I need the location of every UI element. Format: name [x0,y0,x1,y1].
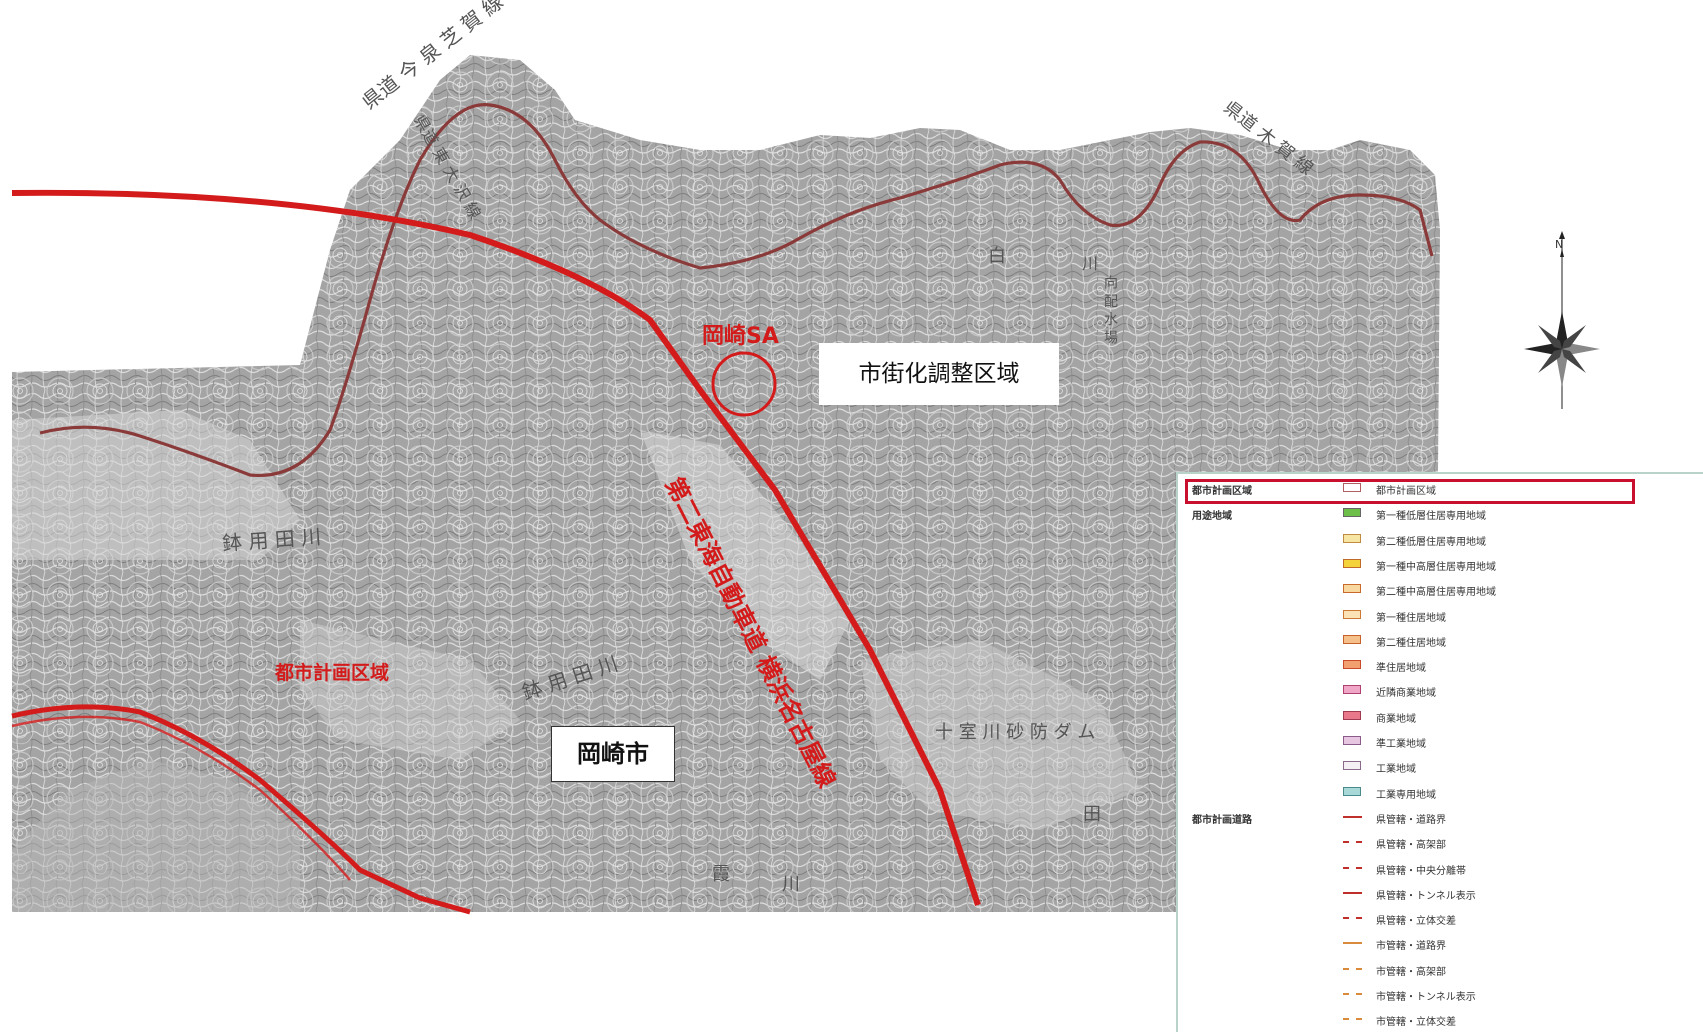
label-urbanization-control-area: 市街化調整区域 [819,343,1059,405]
legend-row: 用途地域 第一種低層住居専用地域 [1178,501,1703,526]
legend-swatch [1343,609,1361,619]
legend-swatch [1343,584,1361,594]
label-planning-area: 都市計画区域 [275,662,390,684]
legend-item-label: 商業地域 [1376,713,1416,725]
legend-item-label: 第二種住居地域 [1376,637,1446,649]
legend-category: 都市計画区域 [1192,486,1252,497]
legend-row: 都市計画道路 県管轄・道路界 [1178,805,1703,830]
legend-row: 都市計画区域 都市計画区域 [1178,476,1703,504]
legend-item-label: 県管轄・中央分離帯 [1376,865,1466,877]
legend-swatch [1343,558,1361,568]
legend-row: 準住居地域 [1178,653,1703,678]
legend-swatch [1343,710,1361,720]
legend-item-label: 第一種住居地域 [1376,612,1446,624]
legend-item-label: 第一種中高層住居専用地域 [1376,561,1496,573]
legend-swatch [1343,761,1361,771]
legend-row: 市管轄・高架部 [1178,957,1703,982]
legend-row: 第二種低層住居専用地域 [1178,527,1703,552]
label-small-2: 白 [988,246,1006,267]
legend-item-label: 県管轄・トンネル表示 [1376,890,1476,902]
legend-row: 市管轄・立体交差 [1178,1007,1703,1032]
legend-row: 第二種中高層住居専用地域 [1178,577,1703,602]
legend-item-label: 第一種低層住居専用地域 [1376,511,1486,523]
legend-row: 県管轄・立体交差 [1178,906,1703,931]
legend-line-symbol [1343,815,1362,818]
planning-boundary-north [11,189,981,906]
legend-row: 近隣商業地域 [1178,678,1703,703]
north-mark: N [1555,238,1563,251]
legend-item-label: 工業専用地域 [1376,789,1436,801]
legend-item-label: 準工業地域 [1376,739,1426,750]
legend-line-symbol [1343,891,1362,894]
legend-item-label: 工業地域 [1376,764,1416,776]
legend-highlight-box [1185,479,1635,504]
legend-line-symbol [1343,967,1362,970]
legend-line-symbol [1343,1018,1362,1021]
legend-line-symbol [1343,917,1362,920]
legend-item-label: 市管轄・立体交差 [1376,1017,1456,1029]
legend-item-label: 第二種低層住居専用地域 [1376,536,1486,548]
legend-line-symbol [1343,993,1362,995]
okazaki-sa-circle [711,351,777,417]
planning-boundary-south [11,704,471,915]
label-small-6: 川 [782,874,800,895]
legend-item-label: 市管轄・道路界 [1376,941,1446,953]
legend-panel: 都市計画区域都市計画区域用途地域第一種低層住居専用地域第二種低層住居専用地域第一… [1176,472,1703,1032]
legend-row: 県管轄・トンネル表示 [1178,881,1703,906]
legend-row: 県管轄・高架部 [1178,830,1703,855]
legend-row: 市管轄・トンネル表示 [1178,982,1703,1007]
legend-swatch [1343,533,1361,543]
legend-item-label: 準住居地域 [1376,663,1426,675]
legend-item-label: 県管轄・立体交差 [1376,916,1456,928]
label-small-5: 霞 [712,864,730,885]
prefectural-road-line [39,103,1434,478]
legend-row: 県管轄・中央分離帯 [1178,856,1703,881]
legend-row: 準工業地域 [1178,729,1703,754]
legend-item-label: 第二種中高層住居専用地域 [1376,587,1496,599]
legend-item-label: 県管轄・高架部 [1376,840,1446,852]
label-small-1: 川 [1082,254,1099,273]
legend-row: 商業地域 [1178,704,1703,729]
legend-category: 都市計画道路 [1192,814,1252,826]
legend-item-label: 都市計画区域 [1376,486,1436,497]
legend-row: 第二種住居地域 [1178,628,1703,653]
label-dam: 十 室 川 砂 防 ダ ム [935,722,1096,743]
legend-item-label: 近隣商業地域 [1376,688,1436,700]
label-okazaki-sa: 岡崎SA [702,324,779,349]
legend-item-label: 市管轄・トンネル表示 [1376,992,1476,1003]
legend-line-symbol [1343,866,1362,869]
north-arrow-compass-rose [1524,231,1600,409]
label-small-3: 向 配 水 場 [1102,275,1118,345]
legend-swatch [1343,736,1361,745]
legend-swatch [1343,634,1361,644]
legend-line-symbol [1343,942,1362,945]
legend-row: 第一種住居地域 [1178,603,1703,628]
legend-swatch [1343,508,1361,518]
legend-item-label: 県管轄・道路界 [1376,814,1446,826]
legend-row: 工業地域 [1178,754,1703,779]
label-okazaki-city: 岡崎市 [551,726,675,782]
legend-swatch [1343,483,1361,492]
legend-row: 第一種中高層住居専用地域 [1178,552,1703,577]
legend-swatch [1343,660,1361,670]
legend-line-symbol [1343,841,1362,844]
legend-item-label: 市管轄・高架部 [1376,966,1446,978]
legend-swatch [1343,786,1361,796]
legend-row: 工業専用地域 [1178,780,1703,805]
legend-row: 市管轄・道路界 [1178,931,1703,956]
label-small-4: 田 [1083,804,1101,825]
legend-category: 用途地域 [1192,511,1232,523]
legend-swatch [1343,685,1361,695]
